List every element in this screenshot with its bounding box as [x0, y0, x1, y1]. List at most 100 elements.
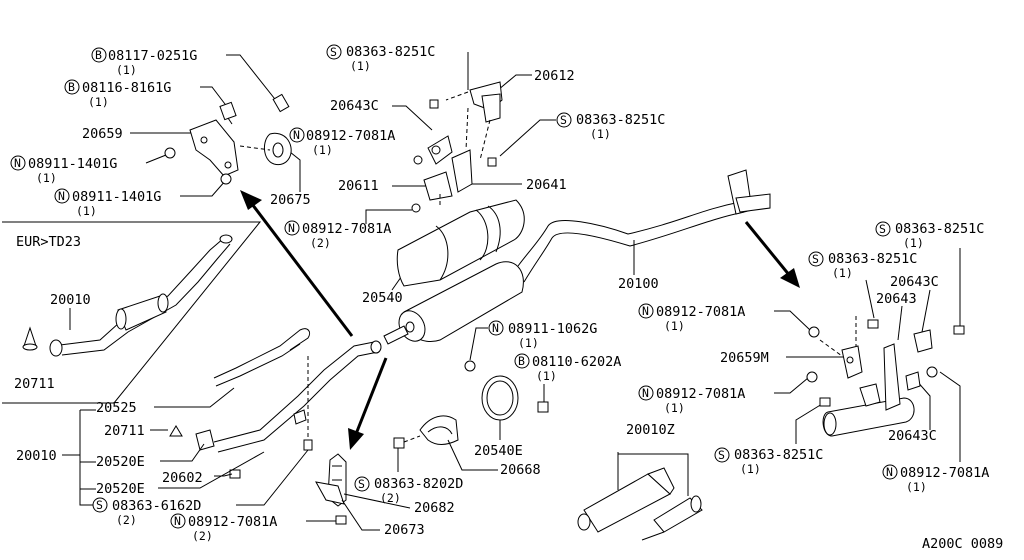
hanger-bracket-drawing	[164, 93, 292, 185]
callout-20641: 20641	[470, 177, 567, 193]
callout-20659: 20659	[82, 126, 194, 142]
part-number: 20659	[82, 126, 123, 142]
drawing-code: A200C 0089	[922, 536, 1003, 552]
sealant-tube-drawing	[577, 467, 703, 541]
callout-20711: 20711	[104, 423, 168, 439]
callout-s-08363-6162d: S 08363-6162D (2)	[92, 449, 309, 527]
callout-20520e-b: 20520E	[96, 451, 265, 497]
callout-20010z: 20010Z	[617, 422, 689, 496]
part-number: 08363-6162D	[112, 498, 201, 514]
quantity: (1)	[590, 127, 611, 141]
callout-20540e: 20540E	[474, 420, 523, 459]
callout-20643c-a: 20643C	[330, 98, 433, 131]
prefix-n: N	[293, 128, 300, 142]
callout-20100: 20100	[618, 240, 659, 292]
part-number: 20540E	[474, 443, 523, 459]
part-number: 20520E	[96, 481, 145, 497]
prefix-n: N	[288, 221, 295, 235]
prefix-s: S	[812, 252, 819, 266]
callout-s-08363-8251c-e: S 08363-8251C (1)	[714, 403, 823, 476]
part-number: 08912-7081A	[302, 221, 391, 237]
arrow-to-lower-hanger	[348, 357, 388, 450]
heat-shield-drawing	[396, 199, 525, 287]
variant-box: EUR>TD23 20010 20711	[2, 221, 262, 404]
part-number: 20010	[16, 448, 57, 464]
quantity: (1)	[832, 266, 853, 280]
part-number: 08363-8251C	[576, 112, 665, 128]
variant-part-20010: 20010	[50, 292, 91, 308]
prefix-n: N	[174, 514, 181, 528]
part-number: 20659M	[720, 350, 769, 366]
part-number: 20675	[270, 192, 311, 208]
callout-s-08363-8251c-a: S 08363-8251C (1)	[326, 44, 469, 90]
part-number: 20525	[96, 400, 137, 416]
callout-20602: 20602	[162, 470, 233, 486]
prefix-n: N	[58, 189, 65, 203]
callout-20643c-c: 20643C	[888, 379, 937, 444]
part-number: 08911-1401G	[28, 156, 117, 172]
part-number: 20602	[162, 470, 203, 486]
part-number: 20641	[526, 177, 567, 193]
prefix-s: S	[560, 113, 567, 127]
quantity: (1)	[36, 171, 57, 185]
part-number: 08363-8251C	[346, 44, 435, 60]
part-number: 08911-1401G	[72, 189, 161, 205]
callout-b-08116-8161g: B 08116-8161G (1)	[64, 79, 229, 109]
callout-20659m: 20659M	[720, 350, 844, 366]
callout-20673: 20673	[341, 499, 425, 538]
callout-s-08363-8251c-b: S 08363-8251C (1)	[499, 112, 665, 157]
part-number: 20100	[618, 276, 659, 292]
callout-n-08912-7081a-f: N 08912-7081A (2)	[170, 513, 336, 543]
arrow-to-rear-mount	[744, 221, 800, 288]
callout-20010: 20010	[16, 409, 96, 506]
part-number: 08363-8251C	[734, 447, 823, 463]
part-number: 08912-7081A	[656, 386, 745, 402]
prefix-b: B	[95, 48, 102, 62]
part-number: 20520E	[96, 454, 145, 470]
callout-n-08911-1401g-a: N 08911-1401G (1)	[10, 154, 167, 185]
variant-front-pipe-drawing	[22, 234, 233, 357]
callout-b-08110-6202a: B 08110-6202A (1)	[514, 353, 621, 402]
part-number: 08911-1062G	[508, 321, 597, 337]
prefix-n: N	[642, 386, 649, 400]
prefix-s: S	[330, 45, 337, 59]
quantity: (2)	[380, 491, 401, 505]
part-number: 08363-8251C	[828, 251, 917, 267]
part-number: 20711	[104, 423, 145, 439]
part-number: 08912-7081A	[188, 514, 277, 530]
lower-hanger-drawing	[315, 415, 459, 525]
mounting-bracket-drawing	[411, 81, 503, 213]
callout-20643c-b: 20643C	[890, 274, 939, 333]
quantity: (1)	[312, 143, 333, 157]
callout-n-08912-7081a-e: N 08912-7081A (1)	[882, 371, 989, 494]
callout-s-08363-8251c-d: S 08363-8251C (1)	[808, 251, 917, 319]
part-number: 20673	[384, 522, 425, 538]
part-number: 20682	[414, 500, 455, 516]
prefix-s: S	[879, 222, 886, 236]
part-number: 20643C	[890, 274, 939, 290]
part-number: 20612	[534, 68, 575, 84]
part-number: 20643C	[888, 428, 937, 444]
quantity: (1)	[906, 480, 927, 494]
callout-n-08911-1062g: N 08911-1062G (1)	[469, 320, 597, 361]
part-number: 20611	[338, 178, 379, 194]
part-number: 20668	[500, 462, 541, 478]
prefix-b: B	[68, 80, 75, 94]
variant-part-20711: 20711	[14, 376, 55, 392]
quantity: (1)	[664, 319, 685, 333]
callout-20675: 20675	[270, 151, 311, 208]
callout-20611: 20611	[338, 178, 426, 194]
callout-s-08363-8251c-c: S 08363-8251C (1)	[875, 221, 984, 326]
rear-mount-drawing	[806, 316, 965, 437]
callout-s-08363-8202d: S 08363-8202D (2)	[354, 448, 463, 505]
prefix-n: N	[492, 321, 499, 335]
part-number: 08912-7081A	[306, 128, 395, 144]
part-number: 08363-8251C	[895, 221, 984, 237]
quantity: (1)	[518, 336, 539, 350]
quantity: (1)	[76, 204, 97, 218]
prefix-s: S	[718, 448, 725, 462]
muffler-drawing	[383, 169, 771, 345]
quantity: (2)	[310, 236, 331, 250]
prefix-s: S	[96, 498, 103, 512]
